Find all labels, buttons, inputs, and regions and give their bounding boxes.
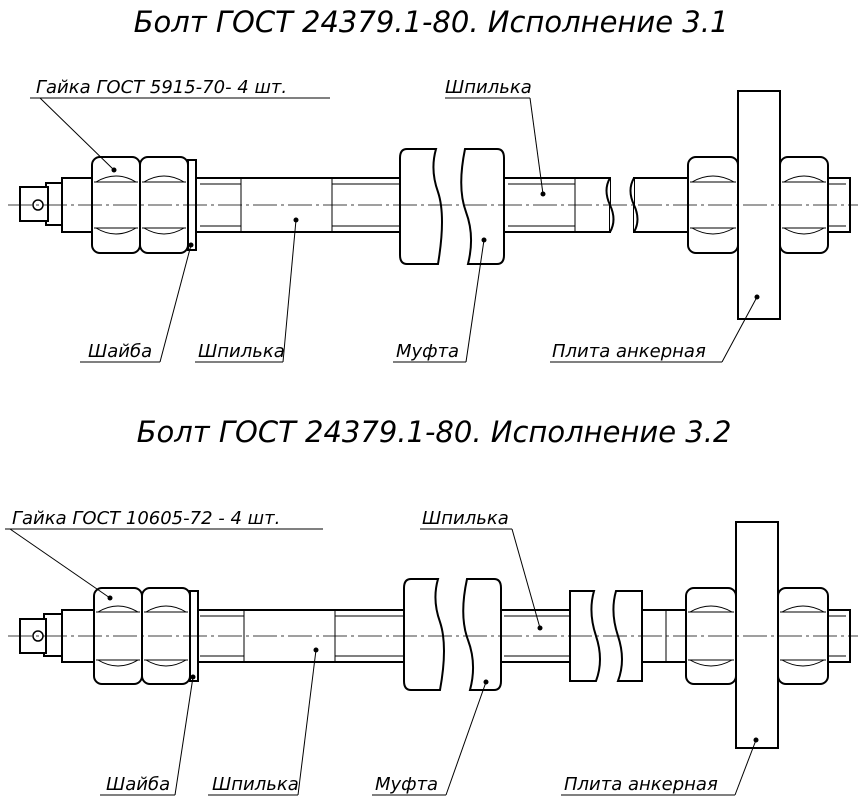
drawing-1-coupling: [399, 148, 505, 265]
drawing-2-coupling: [403, 578, 502, 691]
drawing-1-label-coupling: Муфта: [396, 341, 459, 362]
drawing-1-label-washer: Шайба: [88, 341, 152, 362]
drawing-2-title: Болт ГОСТ 24379.1-80. Исполнение 3.2: [137, 415, 732, 449]
drawing-2-leaders: [5, 528, 759, 796]
drawing-1-label-anchor-plate: Плита анкерная: [552, 341, 706, 362]
drawing-1-title: Болт ГОСТ 24379.1-80. Исполнение 3.1: [134, 5, 729, 39]
drawing-2-label-stud-bottom: Шпилька: [212, 774, 299, 795]
drawing-2-label-nut: Гайка ГОСТ 10605-72 - 4 шт.: [12, 508, 280, 529]
drawing-2-label-washer: Шайба: [106, 774, 170, 795]
drawing-1-label-nut: Гайка ГОСТ 5915-70- 4 шт.: [36, 77, 287, 98]
drawing-1-leaders: [30, 97, 760, 363]
drawing-1-version-3-1: Болт ГОСТ 24379.1-80. Исполнение 3.1: [8, 5, 858, 363]
drawing-1-label-stud-top: Шпилька: [445, 77, 532, 98]
drawing-2-label-anchor-plate: Плита анкерная: [564, 774, 718, 795]
drawing-1-label-stud-bottom: Шпилька: [198, 341, 285, 362]
drawing-2-label-coupling: Муфта: [375, 774, 438, 795]
drawing-2-version-3-2: Болт ГОСТ 24379.1-80. Исполнение 3.2: [5, 415, 858, 796]
drawing-2-anchor-plate: [735, 521, 779, 749]
drawing-2-label-stud-top: Шпилька: [422, 508, 509, 529]
